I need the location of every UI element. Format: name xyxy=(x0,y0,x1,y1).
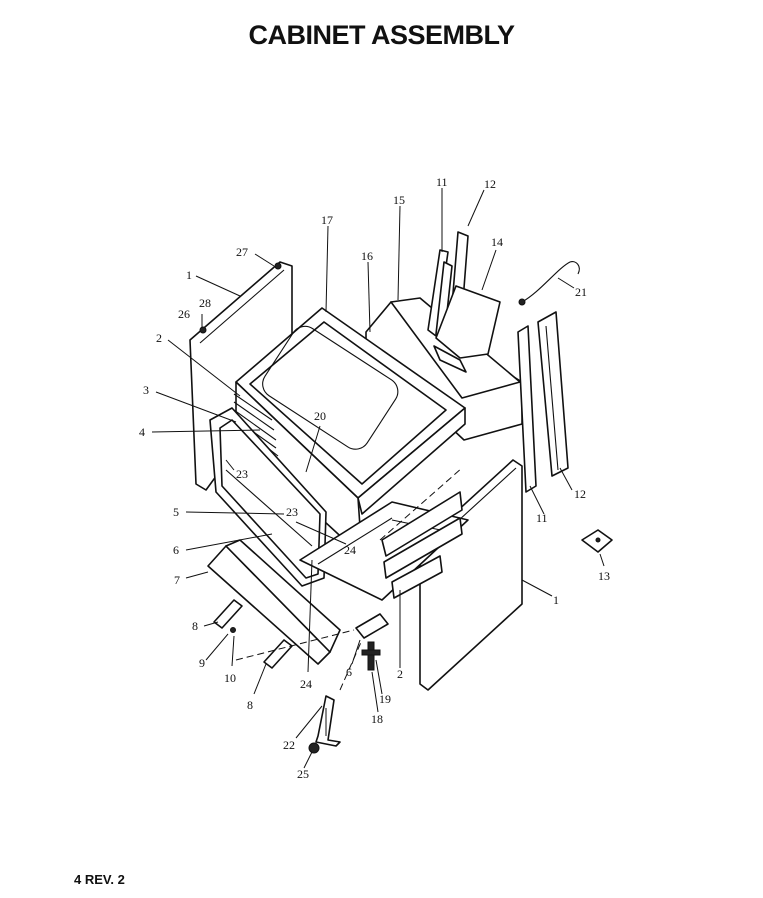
callout-11-right: 11 xyxy=(536,511,548,525)
leg-left xyxy=(213,599,243,629)
callout-23-mid: 23 xyxy=(286,505,298,519)
callout-23-left: 23 xyxy=(236,467,248,481)
revision-label: 4 REV. 2 xyxy=(74,872,125,887)
callout-28: 28 xyxy=(199,296,211,310)
callout-10: 10 xyxy=(224,671,236,685)
trim-strip-12-right xyxy=(537,311,569,477)
trim-strip-11-top xyxy=(427,249,453,341)
top-panel xyxy=(235,307,466,515)
callout-7: 7 xyxy=(174,573,180,587)
callout-13: 13 xyxy=(598,569,610,583)
leveler-assembly xyxy=(355,613,389,671)
callout-8-left: 8 xyxy=(192,619,198,633)
callout-labels: 27 1 28 26 2 3 4 23 5 23 24 6 7 8 9 10 8… xyxy=(139,175,610,781)
callout-15: 15 xyxy=(393,193,405,207)
callout-6-left: 6 xyxy=(173,543,179,557)
callout-26: 26 xyxy=(178,307,190,321)
callout-1-left: 1 xyxy=(186,268,192,282)
vent-duct-14 xyxy=(433,285,501,373)
callout-2-top: 2 xyxy=(156,331,162,345)
callout-6-bottom: 6 xyxy=(346,665,352,679)
cross-brace xyxy=(381,491,463,599)
screw-10 xyxy=(230,627,236,633)
callout-20: 20 xyxy=(314,409,326,423)
callout-24-mid: 24 xyxy=(344,543,356,557)
wire-harness-21 xyxy=(518,261,580,306)
callout-9: 9 xyxy=(199,656,205,670)
callout-27: 27 xyxy=(236,245,248,259)
callout-2-bottom: 2 xyxy=(397,667,403,681)
callout-3: 3 xyxy=(143,383,149,397)
callout-14: 14 xyxy=(491,235,503,249)
alignment-line xyxy=(379,467,463,541)
page-title: CABINET ASSEMBLY xyxy=(248,20,515,50)
trim-strip-11-right xyxy=(517,325,537,493)
clip-13 xyxy=(581,529,613,553)
callout-19: 19 xyxy=(379,692,391,706)
callout-4: 4 xyxy=(139,425,145,439)
callout-24-bottom: 24 xyxy=(300,677,312,691)
callout-5: 5 xyxy=(173,505,179,519)
callout-21: 21 xyxy=(575,285,587,299)
callout-12-right: 12 xyxy=(574,487,586,501)
leader-lines xyxy=(151,188,605,769)
callout-11-top: 11 xyxy=(436,175,448,189)
alignment-line xyxy=(235,629,355,661)
callout-8-bottom: 8 xyxy=(247,698,253,712)
callout-12-top: 12 xyxy=(484,177,496,191)
callout-17: 17 xyxy=(321,213,333,227)
callout-22: 22 xyxy=(283,738,295,752)
anti-tip-bracket xyxy=(308,695,341,754)
callout-1-right: 1 xyxy=(553,593,559,607)
leg-bottom xyxy=(263,639,293,669)
callout-16: 16 xyxy=(361,249,373,263)
alignment-line xyxy=(339,639,363,691)
callout-25: 25 xyxy=(297,767,309,781)
callout-18: 18 xyxy=(371,712,383,726)
